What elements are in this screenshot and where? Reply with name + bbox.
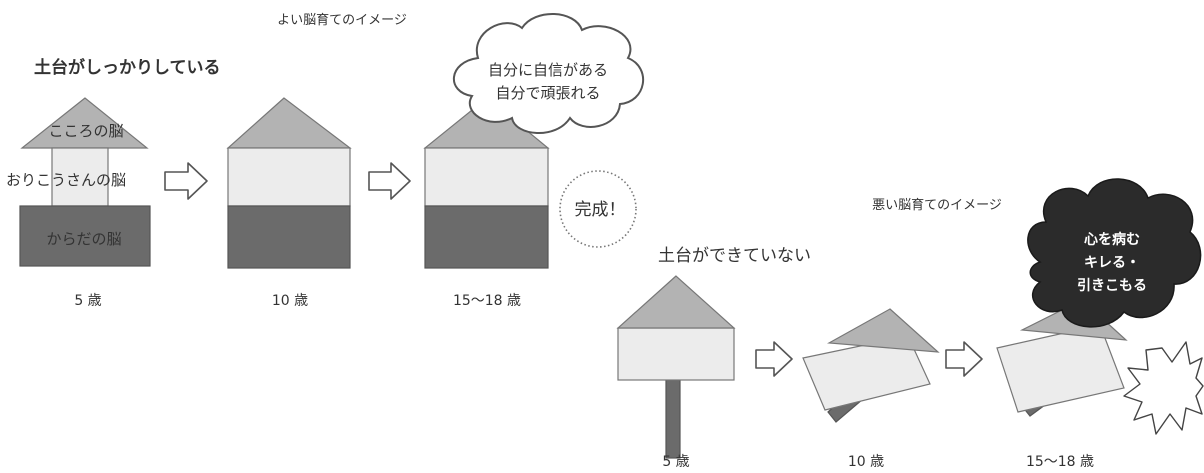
cloud-line-2: 自分で頑張れる — [495, 84, 600, 102]
explosion-burst-icon — [1123, 341, 1204, 435]
good-title: よい脳育てのイメージ — [277, 12, 407, 28]
good-age-5: 5 歳 — [74, 293, 101, 309]
layer-label-oriko: おりこうさんの脳 — [6, 171, 126, 189]
bad-house-age10 — [802, 308, 940, 423]
oriko-brain-body — [51, 147, 109, 207]
cloud-line-1: 自分に自信がある — [488, 61, 608, 79]
bad-title: 悪い脳育てのイメージ — [872, 197, 1002, 213]
middle-layer — [227, 147, 351, 207]
negative-cloud: 心を病む キレる・ 引きこもる — [1027, 178, 1202, 328]
good-house-age10 — [226, 97, 352, 269]
good-house-age5: こころの脳 おりこうさんの脳 からだの脳 — [6, 97, 151, 267]
bad-arrow-2 — [945, 341, 983, 377]
layer-label-kokoro: こころの脳 — [48, 122, 123, 140]
roof — [616, 275, 736, 329]
base-layer — [227, 205, 351, 269]
middle-layer — [424, 147, 549, 207]
complete-label: 完成！ — [575, 200, 626, 220]
bad-age-15-18: 15〜18 歳 — [1026, 454, 1094, 470]
complete-badge: 完成！ — [559, 170, 637, 248]
bad-age-5: 5 歳 — [662, 454, 689, 470]
thin-base-stick — [665, 379, 681, 459]
dark-cloud-line-1: 心を病む — [1084, 231, 1140, 248]
positive-cloud: 自分に自信がある 自分で頑張れる — [453, 13, 645, 134]
bad-house-age5 — [616, 275, 736, 459]
badge-outline — [559, 170, 637, 248]
good-age-10: 10 歳 — [272, 293, 308, 309]
dark-cloud-shape — [1027, 178, 1202, 328]
good-arrow-2 — [368, 162, 411, 200]
layer-label-karada: からだの脳 — [46, 230, 121, 248]
bad-age-10: 10 歳 — [848, 454, 884, 470]
good-arrow-1 — [164, 162, 208, 200]
middle-layer — [617, 327, 735, 381]
karada-brain-base — [19, 205, 151, 267]
good-heading: 土台がしっかりしている — [34, 57, 221, 78]
dark-cloud-line-3: 引きこもる — [1077, 278, 1147, 294]
roof — [826, 308, 940, 353]
dark-cloud-line-2: キレる・ — [1084, 255, 1140, 271]
base-layer — [424, 205, 549, 269]
bad-heading: 土台ができていない — [658, 246, 811, 266]
cloud-shape — [453, 13, 645, 134]
roof — [226, 97, 352, 149]
good-age-15-18: 15〜18 歳 — [453, 293, 521, 309]
bad-arrow-1 — [755, 341, 793, 377]
